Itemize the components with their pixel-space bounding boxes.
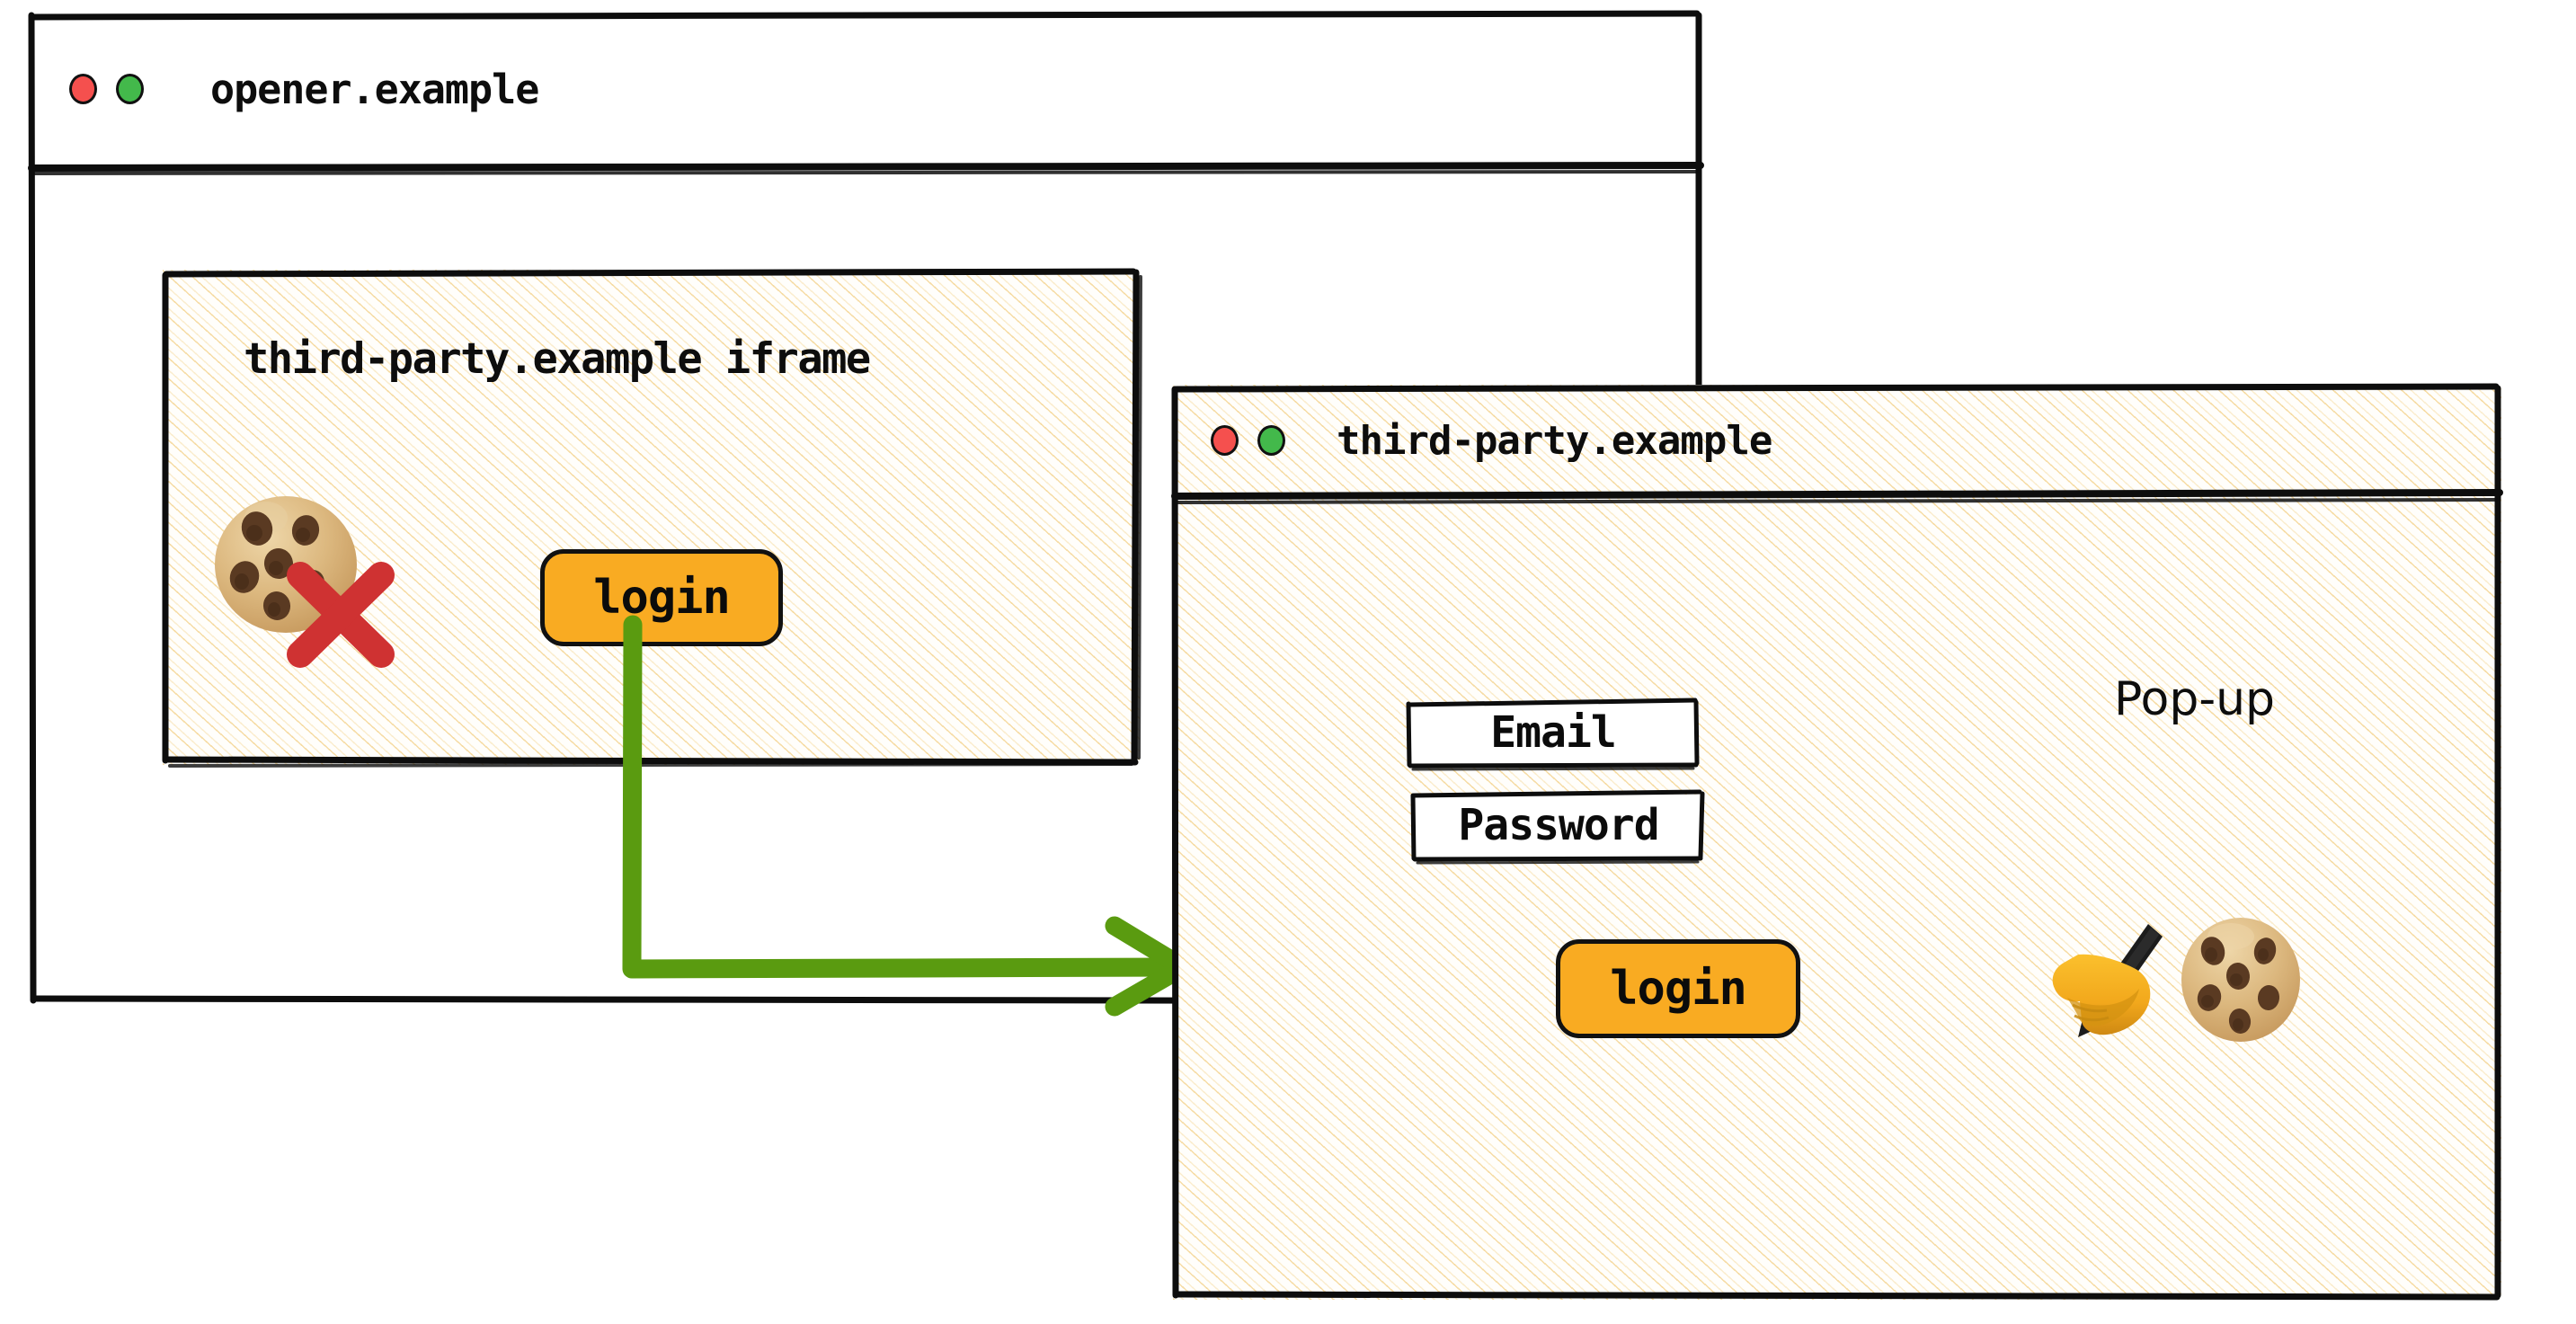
email-field[interactable]: Email	[1406, 698, 1700, 771]
popup-login-button-label: login	[1610, 962, 1747, 1016]
opener-window-title: opener.example	[210, 65, 539, 113]
cross-mark-icon	[282, 557, 399, 672]
popup-window-title: third-party.example	[1337, 417, 1772, 464]
password-field-outline	[1410, 789, 1706, 865]
password-field-value: Password	[1458, 800, 1659, 850]
popup-window-frame	[1171, 383, 2503, 1301]
maximize-dot[interactable]	[116, 74, 144, 104]
maximize-dot[interactable]	[1257, 425, 1285, 456]
iframe-login-button[interactable]: login	[540, 549, 783, 646]
popup-browser-window: third-party.example	[1171, 383, 2503, 1301]
iframe-origin-label: third-party.example iframe	[244, 334, 871, 384]
popup-login-button[interactable]: login	[1556, 939, 1800, 1038]
password-field[interactable]: Password	[1410, 789, 1705, 865]
popup-annotation-label: Pop-up	[2114, 672, 2276, 726]
popup-titlebar: third-party.example	[1173, 385, 2501, 496]
close-dot[interactable]	[69, 74, 97, 104]
opener-traffic-lights	[69, 74, 144, 104]
close-dot[interactable]	[1211, 425, 1239, 456]
email-field-outline	[1406, 698, 1701, 771]
popup-hatch-fill	[1173, 385, 2501, 1300]
cookie-write-icon	[2042, 917, 2312, 1043]
email-field-value: Email	[1490, 707, 1616, 758]
popup-traffic-lights	[1211, 425, 1285, 456]
cookie-icon	[2179, 917, 2303, 1043]
opener-titlebar: opener.example	[30, 12, 1703, 166]
cookie-blocked-icon	[212, 493, 395, 672]
iframe-login-button-label: login	[593, 571, 731, 625]
writing-hand-icon	[2042, 922, 2186, 1041]
